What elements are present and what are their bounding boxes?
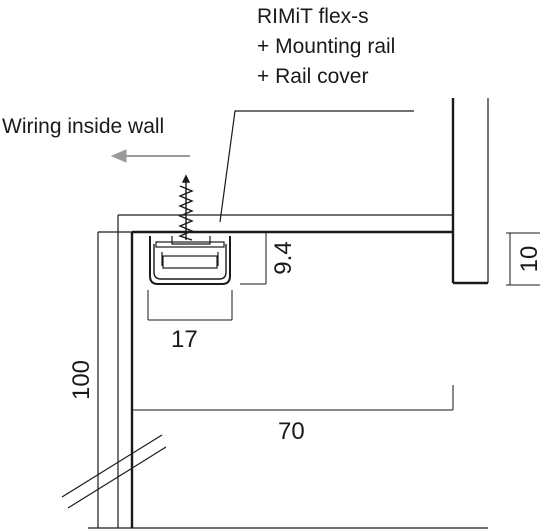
dimension-10-lines [506, 232, 540, 286]
arrow-left-icon [110, 149, 190, 163]
dimension-100-label: 100 [68, 359, 95, 401]
cabinet-top-panel [118, 214, 453, 234]
wiring-label: Wiring inside wall [2, 115, 165, 138]
wiring-cable [61, 434, 167, 509]
cabinet-side-wall [451, 98, 489, 285]
dimension-17-lines [147, 290, 233, 321]
mounting-rail-label: + Mounting rail [257, 35, 396, 58]
dimension-17-label: 17 [171, 326, 198, 353]
dimension-10-label: 10 [516, 245, 543, 273]
dimension-9-4-label: 9.4 [270, 241, 297, 275]
dimension-9-4-lines [240, 231, 267, 285]
dimension-70-label: 70 [278, 418, 305, 445]
dimension-70-lines [132, 385, 454, 411]
rail-cover-label: + Rail cover [257, 65, 369, 88]
mounting-screw-icon [178, 174, 194, 241]
left-wall [97, 215, 134, 528]
product-name-label: RIMiT flex-s [257, 5, 369, 28]
callout-leader-line [219, 110, 414, 223]
led-profile [149, 236, 231, 285]
